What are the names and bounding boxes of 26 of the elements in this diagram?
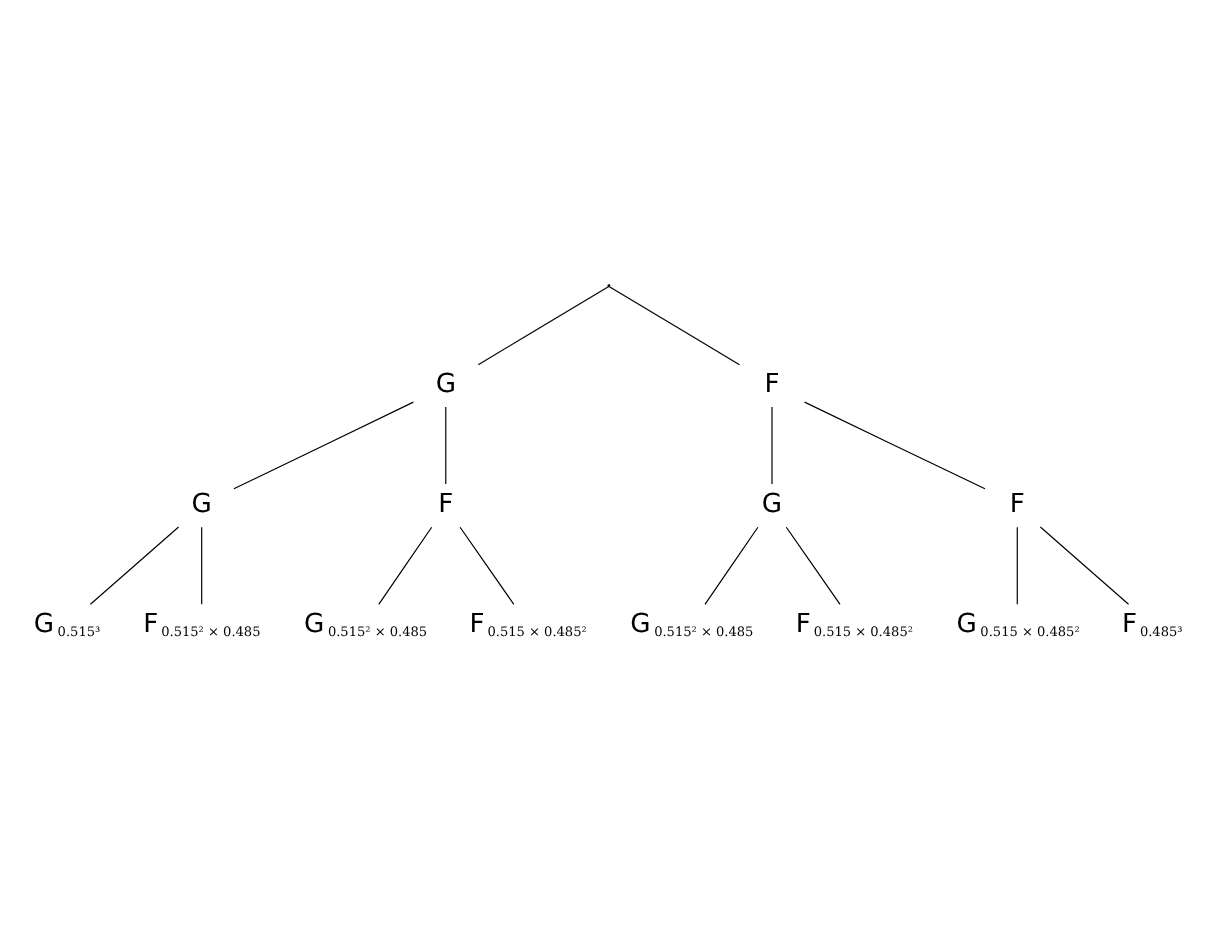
connector [445, 405, 447, 484]
node-text: G [435, 368, 456, 399]
node-text: F [1009, 489, 1025, 520]
node-text: F [1122, 609, 1138, 640]
node-text: F [143, 609, 159, 640]
connector [785, 525, 841, 604]
connector [1039, 525, 1130, 604]
connector [804, 400, 986, 489]
node-text: F [764, 368, 780, 399]
connector [201, 525, 203, 604]
node-text: F [469, 609, 485, 640]
node-text: G [630, 609, 651, 640]
node-text: G [304, 609, 325, 640]
node-text: F [438, 489, 454, 520]
node-text: G [761, 489, 783, 520]
connector [89, 525, 180, 604]
connector [233, 400, 414, 489]
node-point [607, 283, 611, 287]
connector [704, 525, 759, 604]
node-text: G [191, 489, 212, 520]
connector [1016, 525, 1018, 604]
node-text: G [33, 609, 55, 640]
connector [459, 525, 515, 604]
node-text: F [795, 609, 811, 640]
connector [378, 525, 433, 604]
node-text: G [956, 609, 977, 640]
